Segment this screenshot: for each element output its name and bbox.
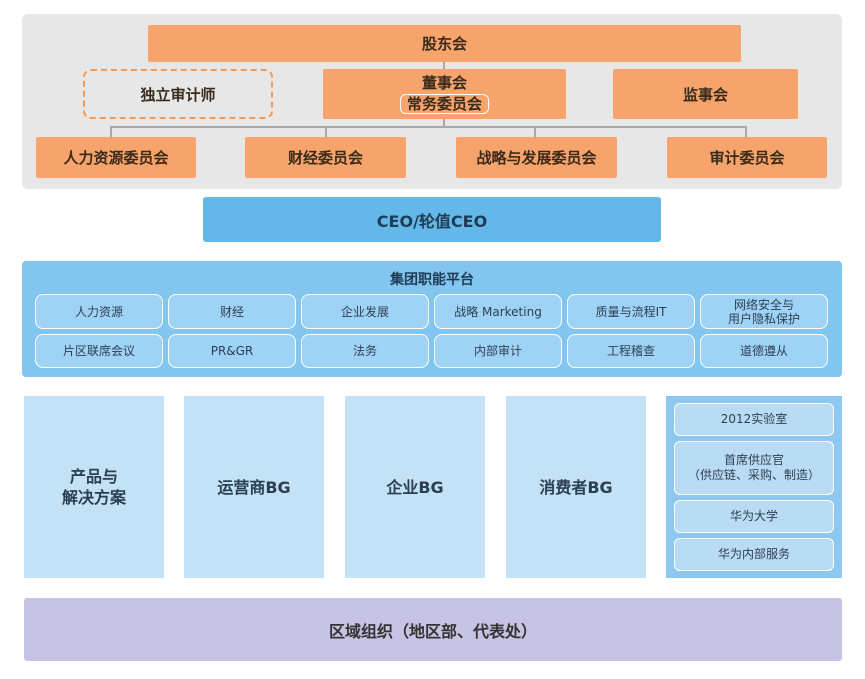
platform-internal-audit: 内部审计 (434, 334, 562, 368)
platform-ethics-compliance-label: 道德遵从 (739, 344, 788, 358)
unit-chief-supply: 首席供应官 （供应链、采购、制造） (674, 441, 834, 495)
committee-strategy: 战略与发展委员会 (456, 137, 617, 178)
regional-organizations-label: 区域组织（地区部、代表处） (328, 621, 537, 641)
unit-chief-supply-label: 首席供应官 （供应链、采购、制造） (687, 453, 820, 482)
board-box: 董事会 常务委员会 (323, 69, 566, 119)
committee-finance: 财经委员会 (245, 137, 406, 178)
platform-legal-label: 法务 (352, 344, 377, 358)
platform-regional-joint: 片区联席会议 (35, 334, 163, 368)
ceo-label: CEO/轮值CEO (376, 211, 488, 231)
connector-committee-bar (110, 126, 747, 128)
unit-huawei-university-label: 华为大学 (729, 509, 778, 523)
unit-2012-lab: 2012实验室 (674, 403, 834, 436)
platform-finance-label: 财经 (219, 304, 244, 319)
bg-carrier-label: 运营商BG (217, 477, 291, 497)
board-standing-committee-label: 常务委员会 (399, 94, 489, 114)
platform-quality-it: 质量与流程IT (567, 294, 695, 329)
bg-consumer-label: 消费者BG (539, 477, 613, 497)
bg-consumer: 消费者BG (506, 396, 646, 578)
committee-audit: 审计委员会 (667, 137, 827, 178)
committee-audit-label: 审计委员会 (709, 149, 785, 167)
bg-products-solutions-label: 产品与 解决方案 (61, 467, 126, 507)
independent-auditor-box: 独立审计师 (83, 69, 273, 119)
platform-ethics-compliance: 道德遵从 (700, 334, 828, 368)
platform-strategy-marketing-label: 战略 Marketing (454, 304, 542, 319)
platform-strategy-marketing: 战略 Marketing (434, 294, 562, 329)
platform-engineering-inspection-label: 工程稽查 (606, 344, 655, 358)
ceo-box: CEO/轮值CEO (203, 197, 661, 242)
platform-corp-dev-label: 企业发展 (340, 304, 389, 319)
unit-internal-services: 华为内部服务 (674, 538, 834, 571)
bg-enterprise-label: 企业BG (386, 477, 444, 497)
platform-regional-joint-label: 片区联席会议 (62, 344, 135, 358)
bg-carrier: 运营商BG (184, 396, 324, 578)
connector-shareholders-down (443, 62, 445, 70)
platform-engineering-inspection: 工程稽查 (567, 334, 695, 368)
connector-finance-committee (325, 126, 327, 137)
connector-hr-committee (110, 126, 112, 137)
unit-2012-lab-label: 2012实验室 (720, 412, 788, 426)
supervisors-label: 监事会 (682, 85, 728, 104)
platform-finance: 财经 (168, 294, 296, 329)
platform-cybersecurity-label: 网络安全与 用户隐私保护 (727, 297, 800, 326)
platform-cybersecurity: 网络安全与 用户隐私保护 (700, 294, 828, 329)
committee-strategy-label: 战略与发展委员会 (476, 149, 597, 167)
shareholders-label: 股东会 (421, 35, 467, 53)
platform-pr-gr-label: PR&GR (210, 344, 254, 358)
auditor-label: 独立审计师 (140, 85, 216, 104)
supervisors-box: 监事会 (613, 69, 798, 119)
platform-legal: 法务 (301, 334, 429, 368)
platform-title: 集团职能平台 (390, 272, 474, 288)
committee-hr-label: 人力资源委员会 (63, 149, 169, 167)
committee-hr: 人力资源委员会 (36, 137, 196, 178)
committee-finance-label: 财经委员会 (287, 149, 363, 167)
platform-quality-it-label: 质量与流程IT (595, 304, 667, 319)
unit-huawei-university: 华为大学 (674, 500, 834, 533)
regional-organizations: 区域组织（地区部、代表处） (24, 598, 842, 661)
connector-audit-committee (745, 126, 747, 137)
platform-internal-audit-label: 内部审计 (473, 344, 522, 358)
board-label: 董事会 (421, 74, 467, 92)
connector-board-down (443, 118, 445, 127)
shareholders-box: 股东会 (148, 25, 741, 62)
platform-hr: 人力资源 (35, 294, 163, 329)
platform-pr-gr: PR&GR (168, 334, 296, 368)
bg-enterprise: 企业BG (345, 396, 485, 578)
connector-strategy-committee (534, 126, 536, 137)
bg-products-solutions: 产品与 解决方案 (24, 396, 164, 578)
platform-hr-label: 人力资源 (74, 304, 123, 319)
platform-corp-dev: 企业发展 (301, 294, 429, 329)
unit-internal-services-label: 华为内部服务 (717, 547, 790, 561)
